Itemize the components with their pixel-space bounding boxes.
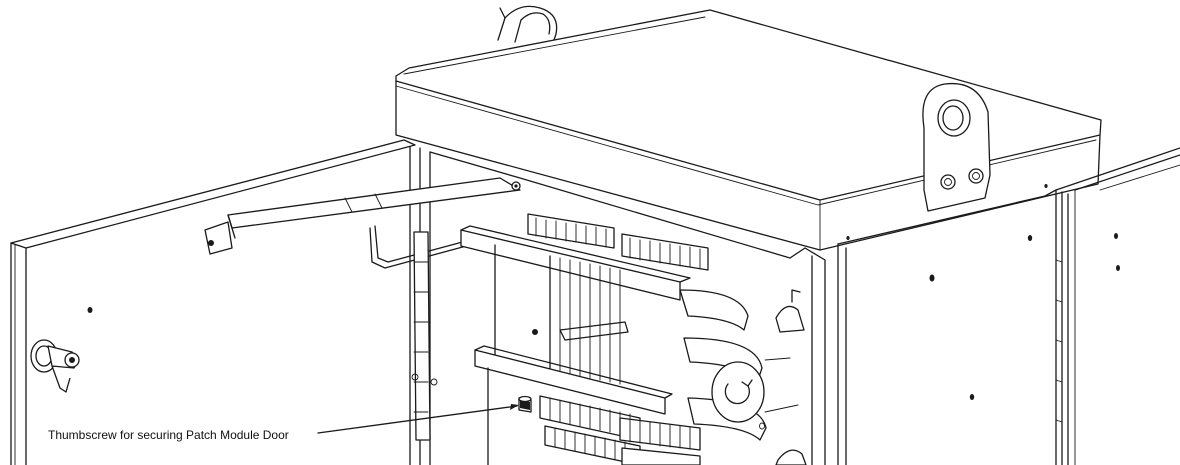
side-panel-rivets: [846, 184, 1120, 400]
lower-patch-modules: [539, 395, 701, 465]
right-lifting-eye: [922, 82, 991, 212]
door-stay-arm: [204, 177, 521, 269]
top-lifting-eye: [497, 5, 558, 47]
open-door: [10, 139, 416, 465]
door-lock-handle: [30, 339, 80, 393]
upper-patch-panel: [527, 213, 709, 271]
hinge-column: [411, 231, 438, 441]
upper-tray: [460, 225, 691, 385]
thumbscrew: [518, 395, 532, 413]
fiber-spools: [679, 289, 799, 441]
top-cover: [395, 9, 1102, 251]
lower-tray: [474, 345, 673, 465]
thumbscrew-callout-label: Thumbscrew for securing Patch Module Doo…: [48, 428, 289, 442]
callout-leader: [317, 404, 519, 434]
inner-right-brackets: [759, 289, 807, 465]
